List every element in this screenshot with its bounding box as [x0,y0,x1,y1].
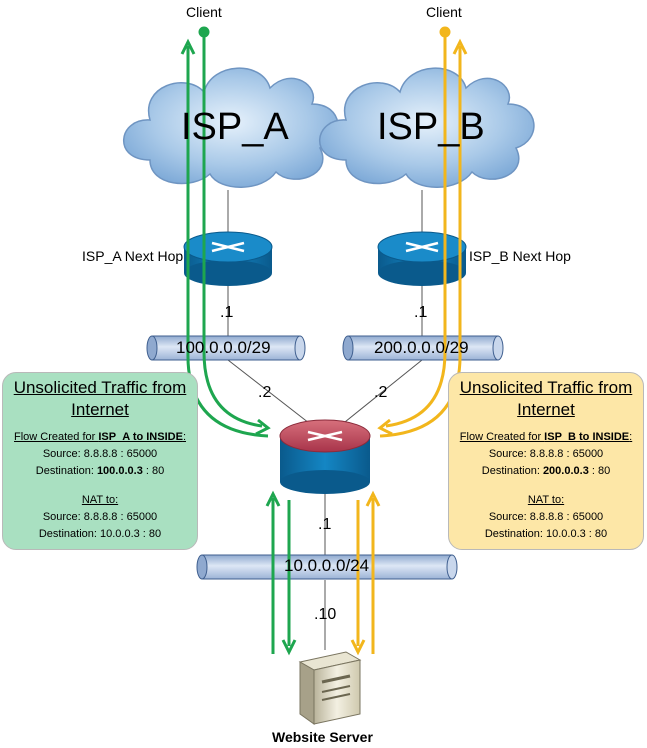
client-label-left: Client [186,4,222,20]
isp-b-hop-host: .1 [414,304,428,321]
yellow-flow-out-arrowhead [452,38,468,55]
box-a-destination: Destination: 100.0.0.3 : 80 [35,465,165,477]
yellow-flow-up-arrowhead [365,490,381,507]
box-b-title-line-1: Unsolicited Traffic from [459,378,633,397]
box-a-source: Source: 8.8.8.8 : 65000 [42,448,158,460]
client-label-right: Client [426,4,462,20]
box-b-destination: Destination: 200.0.0.3 : 80 [481,465,611,477]
pipe-inside [196,554,458,580]
isp-a-hop-host: .1 [220,304,234,321]
isp-b-firewall-host: .2 [374,384,388,401]
box-a-nat-title: NAT to: [81,494,119,506]
green-flow-out-path [186,46,269,438]
info-box-isp-b: Unsolicited Traffic from Internet Flow C… [448,372,644,550]
yellow-flow-out-path [379,46,462,438]
yellow-flow-in-path [385,32,447,428]
server-icon [298,651,362,725]
box-b-nat-source: Source: 8.8.8.8 : 65000 [488,511,604,523]
yellow-flow-down-arrowhead [350,639,366,656]
info-box-isp-a: Unsolicited Traffic from Internet Flow C… [2,372,198,550]
box-b-flow-line: Flow Created for ISP_B to INSIDE: [459,431,633,443]
green-flow-up-arrowhead [265,490,281,507]
box-b-nat-destination: Destination: 10.0.0.3 : 80 [484,528,608,540]
box-b-source: Source: 8.8.8.8 : 65000 [488,448,604,460]
box-a-flow-line: Flow Created for ISP_A to INSIDE: [14,431,186,443]
box-b-title-line-2: Internet [517,400,575,419]
box-a-nat-source: Source: 8.8.8.8 : 65000 [42,511,158,523]
cloud-isp-b [319,67,535,188]
box-b-nat-title: NAT to: [527,494,565,506]
connector-lines [227,190,423,650]
website-server-label: Website Server [272,729,373,745]
isp-b-network-label: 200.0.0.0/29 [374,338,469,357]
box-a-title-line-2: Internet [71,400,129,419]
isp-a-next-hop-label: ISP_A Next Hop [82,248,184,264]
yellow-flow-in-arrowhead [377,418,393,436]
server-host: .10 [314,606,337,623]
green-flow-out-arrowhead [180,38,196,55]
isp-b-next-hop-label: ISP_B Next Hop [469,248,571,264]
inside-network-label: 10.0.0.0/24 [284,556,370,575]
pipe-a-to-firewall-line [227,359,319,431]
pipe-isp-a [146,335,306,361]
green-flow-in-arrowhead [255,418,271,436]
firewall-router [279,419,371,494]
green-flow-down-arrowhead [281,639,297,656]
isp-a-network-label: 100.0.0.0/29 [176,338,271,357]
green-flow-in-path [202,32,263,428]
box-a-title-line-1: Unsolicited Traffic from [13,378,187,397]
isp-b-title: ISP_B [377,106,485,148]
isp-a-title: ISP_A [181,106,289,148]
isp-a-firewall-host: .2 [258,384,272,401]
yellow-flow [350,26,468,656]
pipe-isp-b [342,335,504,361]
cloud-isp-a [123,67,339,188]
router-isp-a [183,231,273,286]
box-a-nat-destination: Destination: 10.0.0.3 : 80 [38,528,162,540]
green-flow [180,26,297,656]
firewall-inside-host: .1 [318,516,332,533]
pipe-b-to-firewall-line [334,359,423,431]
router-isp-b [377,231,467,286]
